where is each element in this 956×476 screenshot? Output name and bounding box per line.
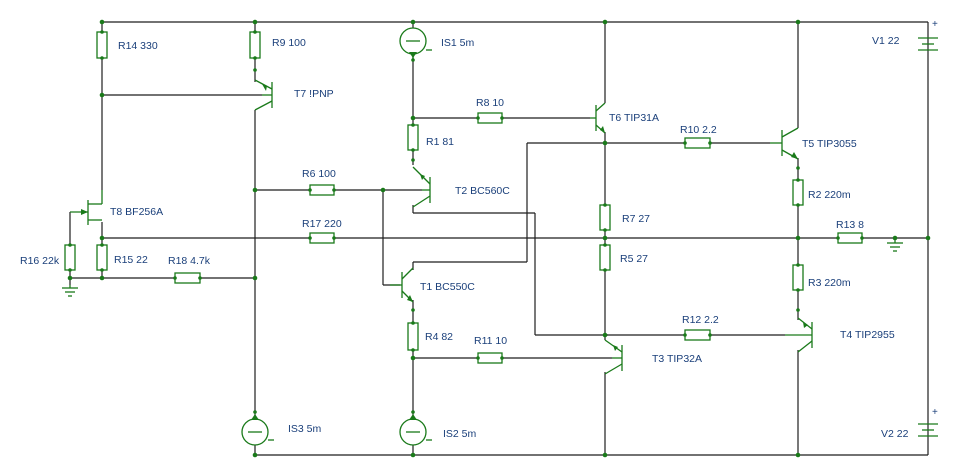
resistor-r8 [477,112,503,124]
transistor-t1 [390,267,414,303]
transistor-t8 [70,190,103,225]
current-source-is1 [399,27,432,60]
resistor-r5 [599,244,611,271]
label-r3: R3 220m [808,277,851,289]
label-r13: R13 8 [836,219,864,231]
resistor-r10 [684,137,711,149]
transistor-t5 [770,127,799,160]
label-r8: R8 10 [476,97,504,109]
resistor-r11 [477,352,503,364]
label-is2: IS2 5m [443,428,477,440]
label-t8: T8 BF256A [110,206,163,218]
label-is1: IS1 5m [441,37,475,49]
resistor-r9 [249,31,261,59]
resistor-r1 [407,124,419,151]
label-t6: T6 TIP31A [609,112,659,124]
junction-dots [67,19,931,458]
resistor-r4 [407,322,419,351]
label-r15: R15 22 [114,254,148,266]
resistors [64,31,863,364]
label-t5: T5 TIP3055 [802,138,857,150]
ground-left [62,285,78,297]
grounds [62,238,903,297]
voltage-sources [918,37,938,437]
transistor-t6 [590,102,606,134]
label-r17: R17 220 [302,218,342,230]
label-r11: R11 10 [474,335,507,347]
label-r5: R5 27 [620,253,648,265]
transistor-t2 [412,166,431,208]
label-t3: T3 TIP32A [652,353,702,365]
label-r18: R18 4.7k [168,255,211,267]
label-t1: T1 BC550C [420,281,475,293]
label-r9: R9 100 [272,37,306,49]
label-t2: T2 BC560C [455,185,510,197]
transistors [70,79,813,375]
label-r16: R16 22k [20,255,60,267]
current-sources [241,27,432,446]
label-is3: IS3 5m [288,423,322,435]
label-v1: V1 22 [872,35,900,47]
label-r2: R2 220m [808,189,851,201]
label-r6: R6 100 [302,168,336,180]
label-v2-plus: + [932,407,938,418]
battery-v1 [918,37,938,51]
label-v1-plus: + [932,19,938,30]
battery-v2 [918,423,938,437]
resistor-r16 [64,244,76,271]
component-labels: R14 330 R9 100 IS1 5m V1 22 + T7 !PNP R8… [20,19,938,440]
current-source-is3 [241,414,274,446]
transistor-t3 [604,339,623,375]
resistor-r7 [599,204,611,231]
label-r12: R12 2.2 [682,314,719,326]
resistor-r17 [309,232,335,244]
resistor-r18 [174,272,201,284]
wiring [69,21,929,456]
label-r1: R1 81 [426,136,454,148]
label-t4: T4 TIP2955 [840,329,895,341]
resistor-r6 [309,184,335,196]
label-t7: T7 !PNP [294,88,334,100]
resistor-r3 [792,264,804,291]
label-r10: R10 2.2 [680,124,717,136]
label-r4: R4 82 [425,331,453,343]
resistor-r14 [96,31,108,59]
resistor-r15 [96,244,108,271]
label-v2: V2 22 [881,428,909,440]
resistor-r2 [792,179,804,206]
label-r7: R7 27 [622,213,650,225]
transistor-t7 [254,79,273,111]
transistor-t4 [785,317,813,353]
current-source-is2 [399,414,432,446]
label-r14: R14 330 [118,40,158,52]
resistor-r13 [837,232,863,244]
resistor-r12 [684,329,711,341]
